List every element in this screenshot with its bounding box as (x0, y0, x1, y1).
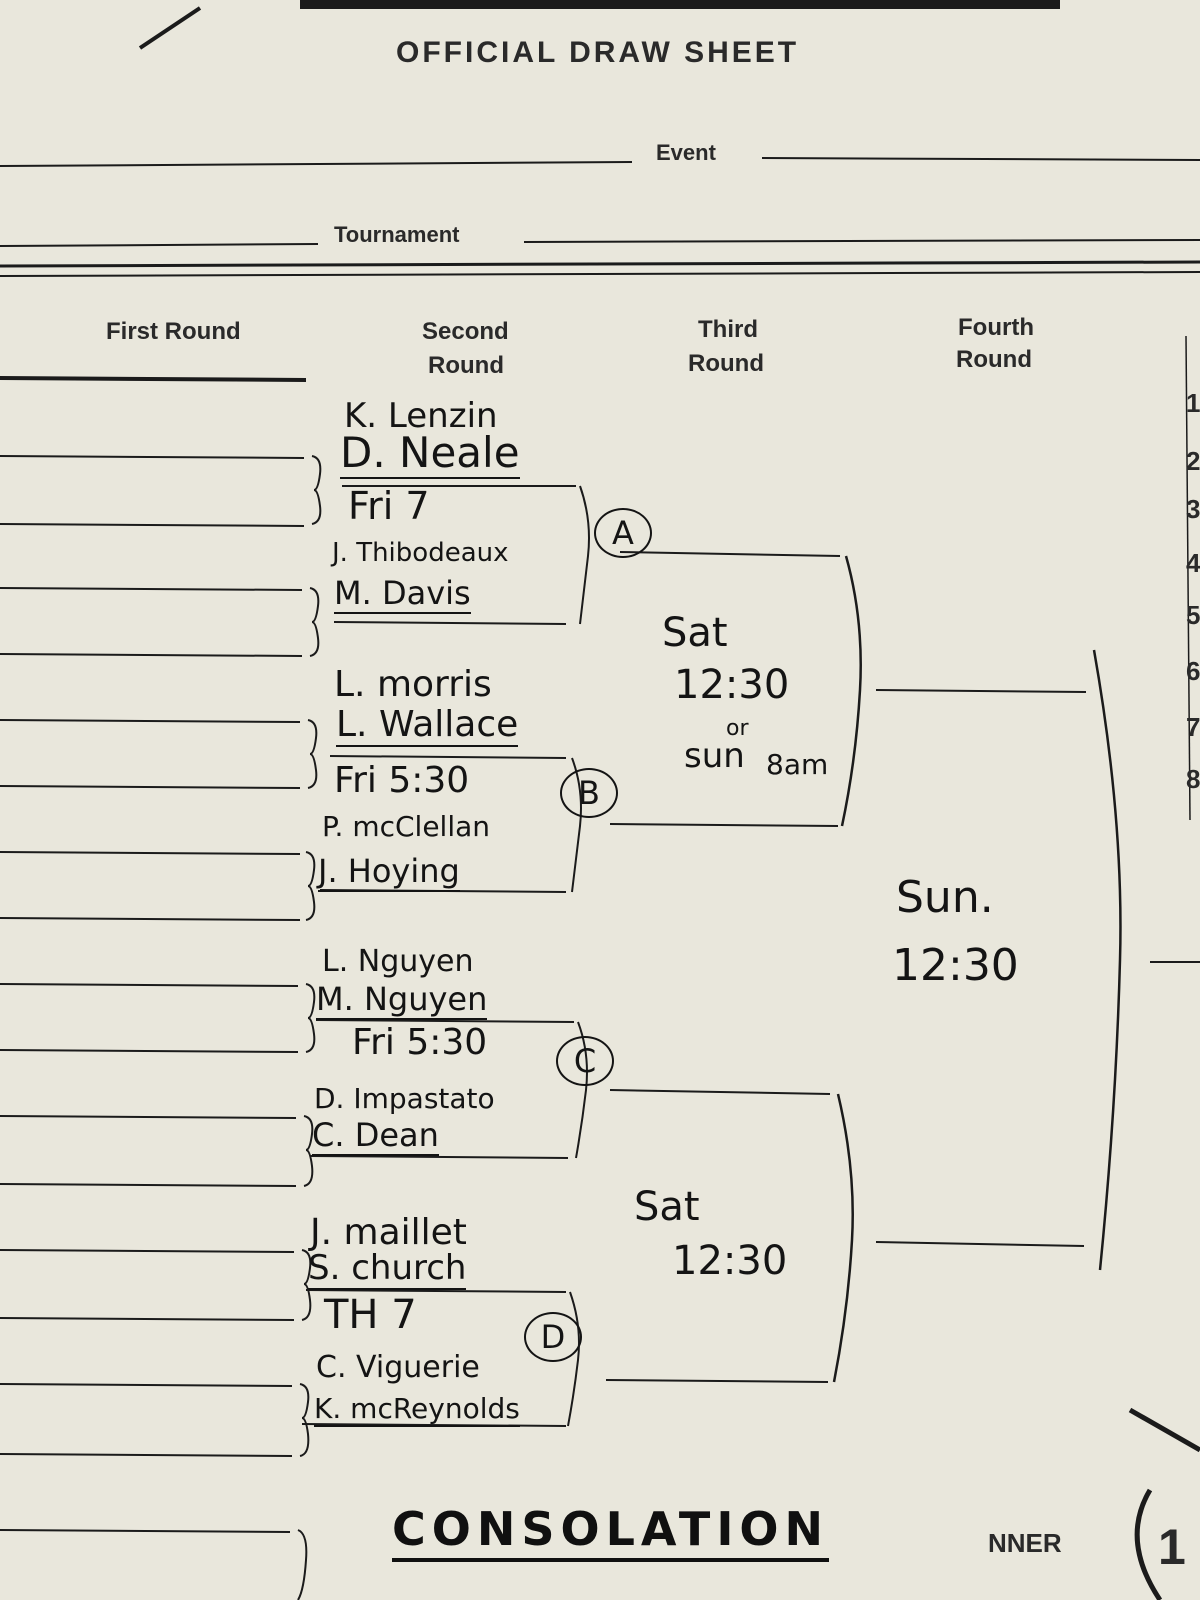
player-10: M. Nguyen (316, 980, 488, 1020)
fourth-round-heading-1: Fourth (958, 314, 1034, 341)
player-8: J. Hoying (318, 852, 460, 892)
player-9: L. Nguyen (322, 944, 474, 979)
semi-1-or: or (726, 716, 749, 741)
match-code-a: A (594, 508, 652, 558)
player-7: P. mcClellan (322, 810, 491, 843)
right-number-3: 3 (1186, 494, 1200, 524)
second-round-heading-2: Round (428, 352, 504, 379)
semi-2-time: 12:30 (672, 1238, 788, 1284)
right-number-5: 5 (1186, 600, 1200, 630)
player-1: K. Lenzin (344, 396, 498, 436)
semi-1-day: Sat (662, 610, 728, 656)
semi-2-day: Sat (634, 1184, 700, 1230)
player-5: L. morris (334, 664, 492, 705)
player-15: C. Viguerie (316, 1350, 480, 1385)
player-2: D. Neale (340, 428, 520, 479)
semi-1-time: 12:30 (674, 662, 790, 708)
consolation-heading: CONSOLATION (392, 1502, 830, 1562)
player-6: L. Wallace (336, 704, 519, 747)
semi-1-alt-time: 8am (766, 748, 829, 781)
player-16: K. mcReynolds (314, 1392, 520, 1427)
right-number-7: 7 (1186, 712, 1200, 742)
sheet-title: OFFICIAL DRAW SHEET (396, 36, 800, 69)
match-d-time: TH 7 (324, 1292, 417, 1338)
player-3: J. Thibodeaux (332, 538, 509, 568)
right-number-4: 4 (1186, 548, 1200, 578)
event-label: Event (656, 140, 716, 165)
player-13: J. maillet (310, 1212, 467, 1253)
right-number-2: 2 (1186, 446, 1200, 476)
player-11: D. Impastato (314, 1082, 495, 1115)
final-time: 12:30 (892, 940, 1019, 991)
right-number-8: 8 (1186, 764, 1200, 794)
first-round-heading: First Round (106, 318, 241, 345)
match-code-b: B (560, 768, 618, 818)
corner-badge: 1 (1158, 1519, 1186, 1575)
player-14: S. church (308, 1248, 467, 1290)
tournament-label: Tournament (334, 222, 460, 247)
player-4: M. Davis (334, 574, 471, 614)
winner-label-fragment: NNER (988, 1528, 1062, 1558)
semi-1-alt-day: sun (684, 736, 745, 776)
fourth-round-heading-2: Round (956, 346, 1032, 373)
second-round-heading-1: Second (422, 318, 509, 345)
player-12: C. Dean (312, 1116, 439, 1156)
final-day: Sun. (896, 872, 994, 923)
match-c-time: Fri 5:30 (352, 1022, 488, 1063)
right-number-1: 1 (1186, 388, 1200, 418)
match-code-c: C (556, 1036, 614, 1086)
right-number-6: 6 (1186, 656, 1200, 686)
match-b-time: Fri 5:30 (334, 760, 470, 801)
match-code-d: D (524, 1312, 582, 1362)
third-round-heading-1: Third (698, 316, 758, 343)
match-a-time: Fri 7 (348, 484, 430, 528)
third-round-heading-2: Round (688, 350, 764, 377)
